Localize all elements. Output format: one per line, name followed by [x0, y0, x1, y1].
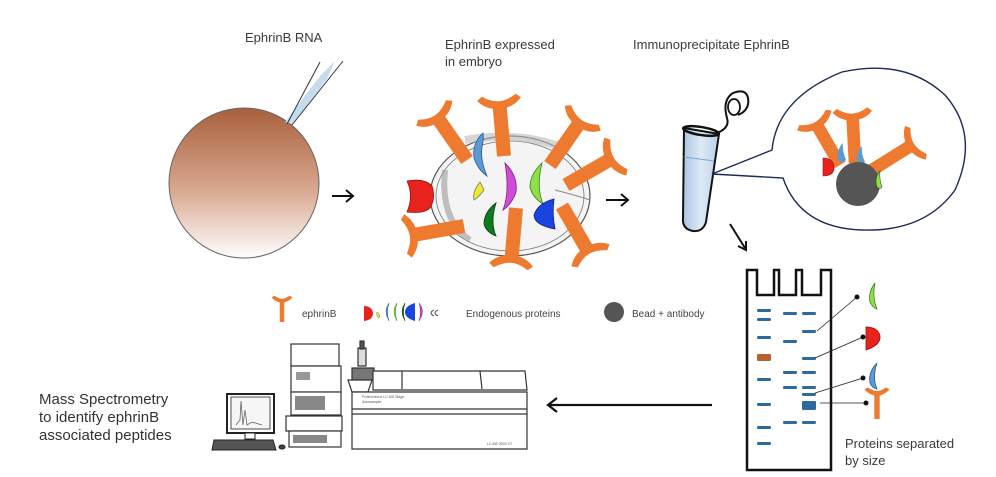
expressed-label-line2: in embryo	[445, 54, 503, 69]
legend-ephrin-icon	[271, 295, 293, 322]
gel-band	[802, 393, 816, 396]
gel-band	[757, 378, 771, 381]
legend-bead-label: Bead + antibody	[632, 309, 705, 320]
gel-band	[757, 336, 771, 339]
gel-band	[783, 371, 797, 374]
gel-band-highlight	[757, 354, 771, 361]
gel-band	[783, 386, 797, 389]
gel-band	[757, 309, 771, 312]
legend-bead-icon	[604, 302, 624, 322]
gel-band	[783, 421, 797, 424]
mass-spectrometer-icon	[347, 340, 528, 450]
expressed-label-line1: EphrinB expressed	[445, 37, 555, 52]
gel-band	[757, 403, 771, 406]
tube-icon	[681, 90, 750, 233]
gel-band	[783, 340, 797, 343]
mass-spec-label-line2: to identify ephrinB	[39, 409, 160, 426]
band-annotations	[814, 282, 890, 419]
legend-proteins-label: Endogenous proteins	[466, 309, 561, 320]
gel-band	[802, 421, 816, 424]
endogenous-proteins	[406, 132, 556, 237]
gel-band	[802, 401, 816, 410]
gel-band	[783, 312, 797, 315]
gel-band	[802, 357, 816, 360]
gel-band	[757, 426, 771, 429]
gel-label-line1: Proteins separated	[845, 436, 955, 451]
immunoprecipitate-label: Immunoprecipitate EphrinB	[633, 37, 790, 52]
gel-bands	[757, 309, 816, 445]
embryo-icon	[168, 107, 320, 259]
gel-icon	[745, 268, 833, 472]
gel-label-line2: by size	[845, 453, 886, 468]
legend	[271, 295, 624, 322]
bead-complex-icon	[795, 107, 930, 206]
rna-label: EphrinB RNA	[245, 30, 323, 45]
arrow-left-icon	[546, 397, 712, 413]
mass-spec-label-line1: Mass Spectrometry	[39, 391, 169, 408]
arrow-right-icon	[332, 189, 355, 203]
instrument-text-2: Autosampler	[362, 400, 382, 404]
mass-spec-label-line3: associated peptides	[39, 427, 172, 444]
legend-ephrin-label: ephrinB	[302, 309, 337, 320]
gel-band	[757, 318, 771, 321]
arrow-right-icon	[606, 193, 630, 207]
pipette-icon	[285, 60, 344, 126]
hplc-stack-icon	[285, 343, 343, 448]
legend-proteins-icon	[364, 302, 439, 322]
gel-band	[802, 330, 816, 333]
callout-bubble	[711, 67, 967, 231]
gel-band	[802, 386, 816, 389]
gel-band	[757, 442, 771, 445]
computer-icon	[211, 393, 286, 451]
instrument-text-3: LC-MS 3000 XT	[487, 442, 513, 446]
arrow-down-right-icon	[729, 223, 747, 252]
gel-band	[802, 312, 816, 315]
instrument-text-1: ProteoNexus LC-MS Stage	[362, 395, 404, 399]
gel-band	[802, 371, 816, 374]
